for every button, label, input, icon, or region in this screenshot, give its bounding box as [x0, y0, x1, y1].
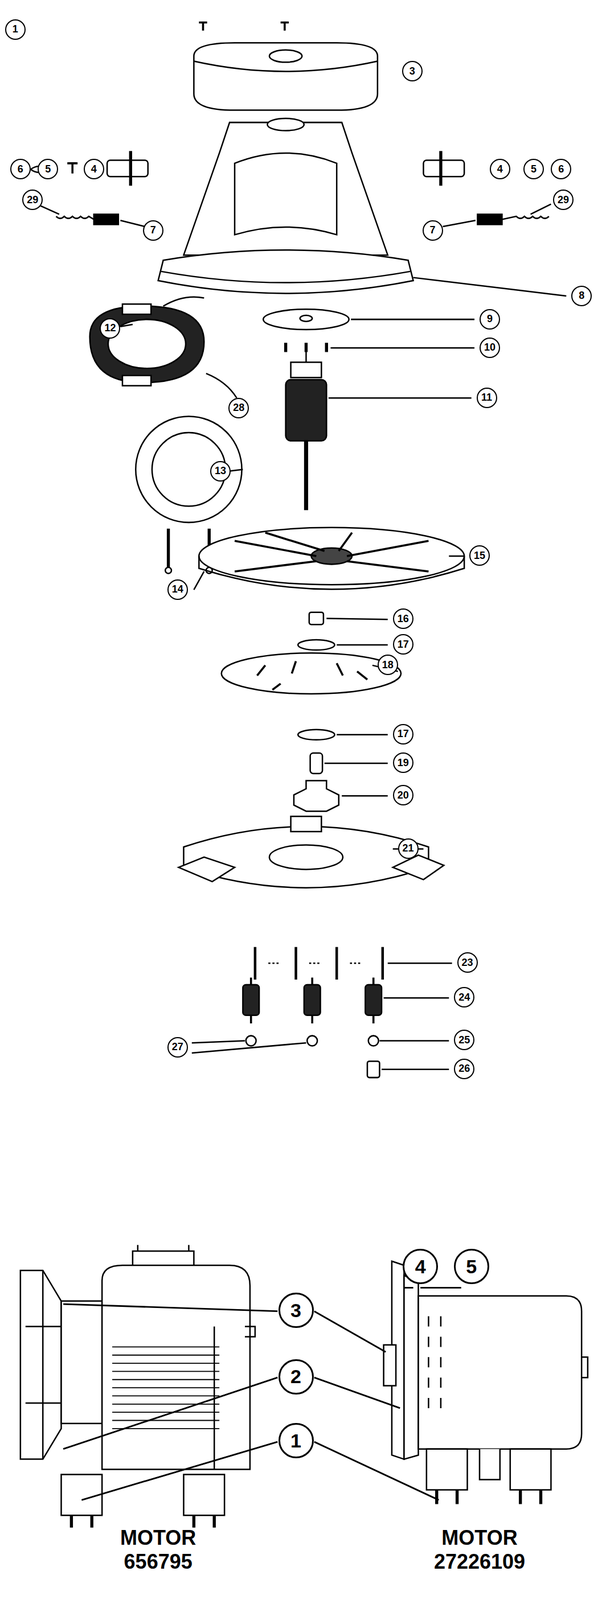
callout-circle: 5 [37, 158, 59, 180]
callout-number: 12 [104, 322, 116, 335]
callout-number: 6 [558, 163, 564, 176]
callout-number: 23 [461, 957, 474, 970]
callout-circle: 5 [523, 158, 544, 180]
callout-circle: 18 [377, 654, 399, 676]
callout-circle: 4 [402, 1249, 438, 1285]
callout-circle: 19 [392, 752, 414, 774]
callout-circle: 9 [479, 309, 501, 330]
callout-circle: 1 [278, 1423, 314, 1460]
callout-circle: 3 [278, 1293, 314, 1329]
callout-number: 14 [172, 583, 184, 596]
callout-circle: 16 [392, 608, 414, 630]
callout-number: 18 [382, 659, 394, 672]
callout-number: 25 [458, 1034, 470, 1047]
callout-number: 13 [214, 465, 227, 478]
callout-number: 24 [458, 992, 470, 1005]
motor-title: MOTOR 27226109 [419, 1526, 540, 1575]
callout-circle: 23 [457, 952, 478, 974]
callout-circle: 2 [278, 1360, 314, 1396]
callout-number: 26 [458, 1063, 470, 1076]
callout-number: 19 [397, 757, 409, 770]
callout-number: 5 [44, 163, 51, 176]
callout-number: 11 [481, 391, 493, 404]
callout-circle: 25 [453, 1030, 475, 1051]
callout-number: 27 [172, 1041, 184, 1054]
callout-circle: 3 [402, 60, 423, 82]
callout-number: 5 [530, 163, 537, 176]
callout-number: 2 [290, 1366, 302, 1389]
callout-number: 7 [430, 224, 436, 237]
callout-number: 29 [557, 194, 569, 207]
callout-circle: 11 [476, 387, 498, 409]
callout-number: 17 [397, 639, 409, 651]
callout-circle: 8 [571, 285, 592, 307]
callout-circle: 4 [83, 158, 105, 180]
callout-number: 10 [484, 341, 496, 354]
callout-number: 29 [26, 194, 39, 207]
callout-circle: 17 [392, 724, 414, 745]
callout-number: 28 [232, 402, 245, 415]
callout-number: 9 [486, 313, 493, 326]
callout-circle: 13 [210, 461, 231, 482]
callout-circle: 4 [489, 158, 511, 180]
callout-circle: 10 [479, 337, 501, 359]
callout-number: 4 [91, 163, 97, 176]
callout-circle: 29 [553, 189, 574, 211]
callout-circle: 1 [5, 19, 26, 40]
callout-circle: 20 [392, 785, 414, 806]
callout-number: 21 [402, 842, 415, 855]
callout-circle: 14 [167, 579, 188, 601]
callout-number: 15 [473, 550, 486, 563]
callout-circle: 15 [469, 545, 490, 567]
callout-number: 5 [465, 1256, 477, 1279]
callout-circle: 21 [398, 838, 419, 860]
callout-circle: 26 [453, 1059, 475, 1080]
callout-number: 16 [397, 613, 409, 626]
callout-circle: 27 [167, 1037, 188, 1059]
callout-number: 4 [415, 1256, 427, 1279]
callout-circle: 5 [453, 1249, 490, 1285]
callout-number: 6 [17, 163, 24, 176]
callout-circle: 17 [392, 634, 414, 655]
callout-number: 7 [150, 224, 157, 237]
motor-title: MOTOR 656795 [98, 1526, 219, 1575]
callout-circle: 29 [22, 189, 43, 211]
callout-number: 3 [409, 65, 416, 78]
callout-number: 17 [397, 728, 409, 741]
callout-number: 20 [397, 789, 409, 802]
callout-circle: 7 [142, 220, 164, 241]
callout-circle: 6 [10, 158, 31, 180]
callout-circle: 24 [453, 987, 475, 1009]
callout-number: 8 [578, 289, 585, 302]
callout-circle: 6 [550, 158, 572, 180]
callout-circle: 7 [422, 220, 444, 241]
callout-number: 1 [290, 1430, 302, 1453]
callout-number: 3 [290, 1300, 302, 1323]
callout-circle: 28 [228, 398, 249, 419]
callout-number: 1 [12, 23, 19, 36]
callout-number: 4 [497, 163, 503, 176]
